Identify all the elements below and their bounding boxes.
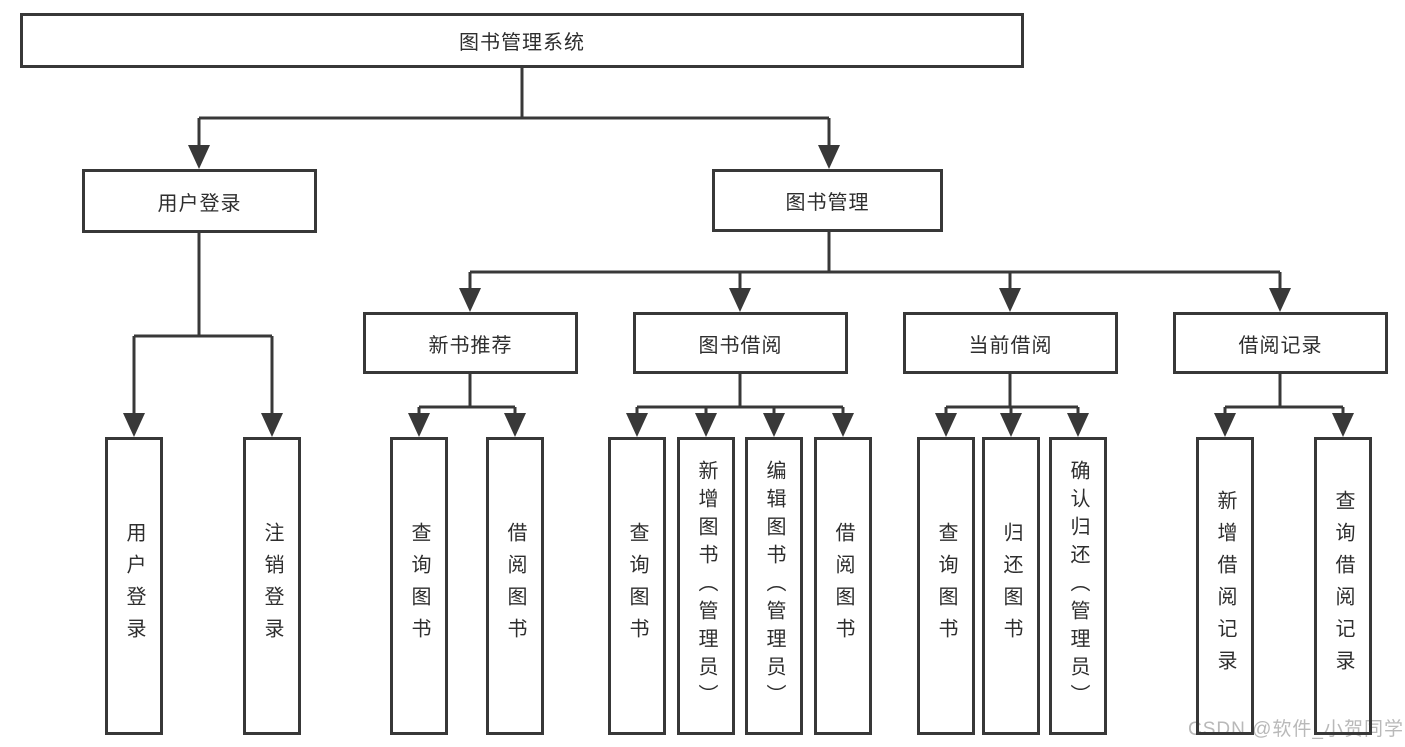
leaf-return-books: 归还图书 [982,437,1040,735]
node-new-book-recommendation: 新书推荐 [363,312,578,374]
connector-lines [132,68,1345,418]
node-label: 编辑图书（管理员） [763,460,785,712]
node-label: 查询图书 [408,522,430,650]
node-label: 查询图书 [626,522,648,650]
node-label: 新书推荐 [428,334,513,357]
leaf-add-borrow-record: 新增借阅记录 [1196,437,1254,735]
node-label: 新增图书（管理员） [695,460,717,712]
node-user-login: 用户登录 [82,169,317,233]
leaf-query-books-current: 查询图书 [917,437,975,735]
leaf-user-login: 用户登录 [105,437,163,735]
leaf-add-books-admin: 新增图书（管理员） [677,437,735,735]
node-borrowing-records: 借阅记录 [1173,312,1388,374]
node-label: 确认归还（管理员） [1067,460,1089,712]
node-book-management: 图书管理 [712,169,943,232]
leaf-borrow-books-borrowing: 借阅图书 [814,437,872,735]
node-label: 图书借阅 [698,334,783,357]
leaf-confirm-return-admin: 确认归还（管理员） [1049,437,1107,735]
watermark-text: CSDN @软件_小贺同学 [1188,719,1404,740]
node-label: 查询借阅记录 [1332,490,1354,682]
node-label: 新增借阅记录 [1214,490,1236,682]
leaf-query-books-recommend: 查询图书 [390,437,448,735]
node-label: 查询图书 [935,522,957,650]
node-library-system: 图书管理系统 [20,13,1024,68]
node-label: 图书管理系统 [459,32,585,54]
node-book-borrowing: 图书借阅 [633,312,848,374]
node-label: 借阅图书 [504,522,526,650]
leaf-query-books-borrowing: 查询图书 [608,437,666,735]
node-label: 归还图书 [1000,522,1022,650]
leaf-query-borrow-record: 查询借阅记录 [1314,437,1372,735]
node-label: 当前借阅 [968,334,1053,357]
node-label: 借阅图书 [832,522,854,650]
leaf-logout-login: 注销登录 [243,437,301,735]
node-current-borrowing: 当前借阅 [903,312,1118,374]
node-label: 注销登录 [261,522,283,650]
node-label: 图书管理 [785,192,870,214]
arrowheads [123,145,1354,437]
node-label: 用户登录 [123,522,145,650]
leaf-edit-books-admin: 编辑图书（管理员） [745,437,803,735]
leaf-borrow-books-recommend: 借阅图书 [486,437,544,735]
node-label: 用户登录 [157,192,242,215]
node-label: 借阅记录 [1238,334,1323,357]
